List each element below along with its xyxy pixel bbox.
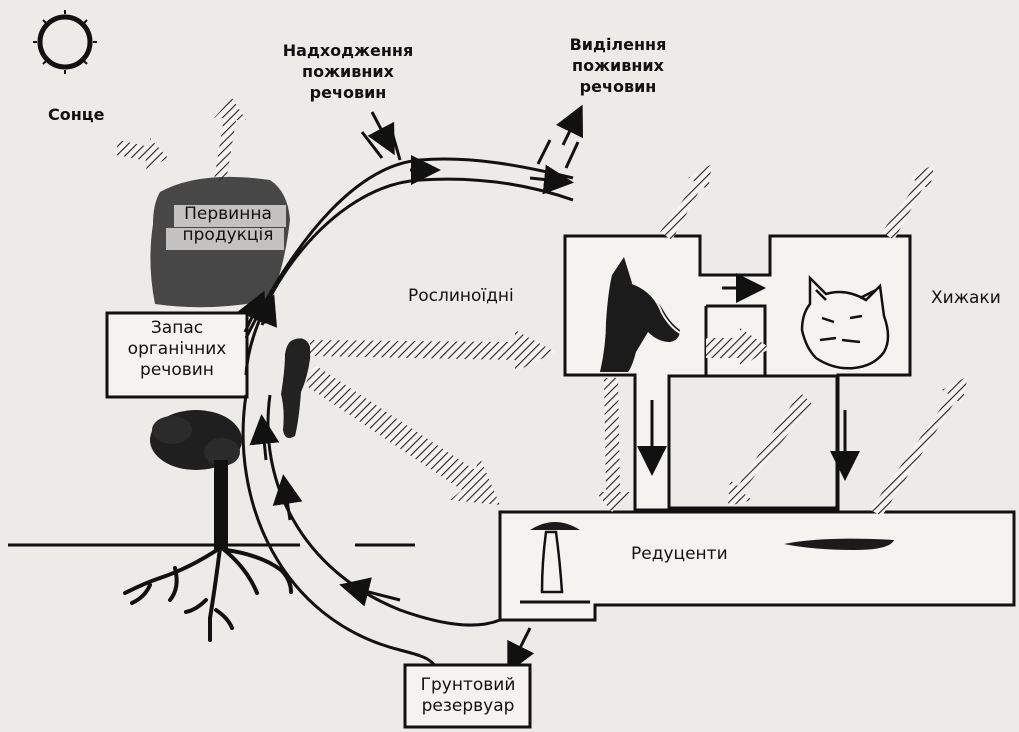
label-decomposers: Редуценти [631, 544, 728, 565]
heat-loss-arrow-decomposers [870, 376, 968, 516]
label-primary-production: Первинна продукція [163, 204, 293, 246]
label-sun: Сонце [48, 104, 105, 125]
flow-arrow-store-to-decomposers [305, 365, 500, 505]
heat-loss-arrow-herbivores [660, 164, 712, 240]
label-herbivores: Рослиноїдні [408, 286, 514, 307]
heat-loss-arrow-carnivores [882, 164, 934, 240]
flow-arrow-store-to-herbivores [310, 330, 555, 372]
leaf-litter-icon [281, 338, 311, 438]
heat-loss-arrow-producers [214, 98, 246, 182]
label-nutrient-input: Надходження поживних речовин [273, 40, 423, 103]
flow-arrow-herbivores-to-decomposers [596, 378, 630, 512]
decomposers-box [500, 512, 1014, 620]
nutrient-output-port [538, 110, 580, 168]
nutrient-input-port [362, 112, 400, 160]
label-soil-reservoir: Грунтовий резервуар [408, 675, 528, 717]
label-carnivores: Хижаки [931, 288, 1001, 309]
roots-icon [125, 548, 291, 640]
sun-icon [33, 10, 97, 74]
tree-icon [150, 410, 242, 550]
label-nutrient-output: Виділення поживних речовин [543, 34, 693, 97]
label-organic-store: Запас органічних речовин [112, 318, 242, 381]
sunlight-arrow [116, 138, 168, 170]
cat-icon [802, 278, 888, 368]
